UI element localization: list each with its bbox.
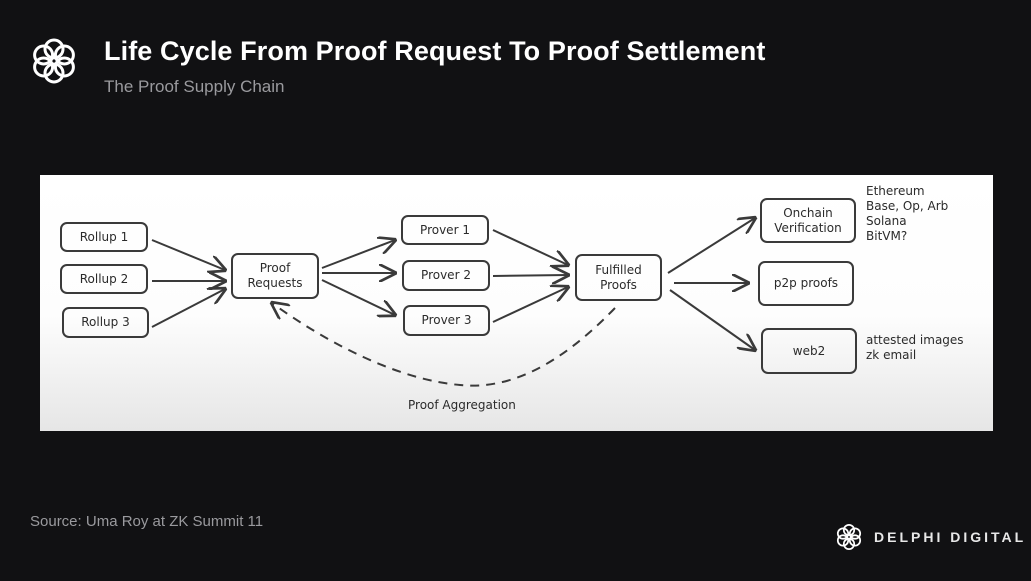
- arrow-fulfilled-web2: [669, 289, 755, 350]
- rollup-1-box: Rollup 1: [60, 222, 148, 252]
- fulfilled-proofs-box: Fulfilled Proofs: [575, 254, 662, 301]
- onchain-line2: Verification: [774, 220, 842, 235]
- arrow-requests-prover1: [321, 240, 395, 269]
- onchain-target: Solana: [866, 214, 907, 228]
- page-subtitle: The Proof Supply Chain: [104, 77, 285, 96]
- onchain-target: BitVM?: [866, 229, 908, 243]
- onchain-targets-list: Ethereum Base, Op, Arb Solana BitVM?: [866, 184, 948, 244]
- prover-2-box: Prover 2: [402, 260, 490, 291]
- onchain-line1: Onchain: [783, 205, 833, 220]
- onchain-target: Ethereum: [866, 184, 925, 198]
- diagram-arrows: [151, 175, 993, 387]
- rollup-2-box: Rollup 2: [60, 264, 148, 294]
- p2p-proofs-box: p2p proofs: [758, 261, 854, 306]
- fulfilled-proofs-line1: Fulfilled: [595, 262, 642, 277]
- prover-1-box: Prover 1: [401, 215, 489, 245]
- prover-3-box: Prover 3: [403, 305, 490, 336]
- delphi-brand-icon: [836, 524, 862, 550]
- arrow-prover3-fulfilled: [492, 287, 568, 323]
- proof-requests-box: Proof Requests: [231, 253, 319, 299]
- source-citation: Source: Uma Roy at ZK Summit 11: [30, 513, 264, 530]
- web2-example: attested images: [866, 333, 964, 347]
- arrow-prover2-fulfilled: [492, 275, 568, 276]
- fulfilled-proofs-line2: Proofs: [600, 277, 637, 292]
- dashed-aggregation-arrow: [272, 303, 616, 387]
- brand-logo: DELPHI DIGITAL: [834, 522, 1026, 552]
- proof-supply-chain-diagram: Rollup 1 Rollup 2 Rollup 3 Proof Request…: [40, 175, 993, 431]
- arrow-prover1-fulfilled: [492, 229, 568, 265]
- arrow-rollup1-requests: [151, 239, 225, 270]
- web2-example: zk email: [866, 348, 917, 362]
- onchain-verification-box: Onchain Verification: [760, 198, 856, 243]
- web2-box: web2: [761, 328, 857, 374]
- arrow-fulfilled-onchain: [667, 218, 755, 274]
- delphi-logo-icon: [33, 38, 75, 84]
- arrow-requests-prover3: [321, 279, 395, 315]
- proof-requests-line2: Requests: [247, 276, 303, 290]
- proof-aggregation-label: Proof Aggregation: [408, 398, 516, 412]
- proof-requests-line1: Proof: [259, 261, 291, 275]
- rollup-3-box: Rollup 3: [62, 307, 149, 338]
- onchain-target: Base, Op, Arb: [866, 199, 949, 213]
- arrow-rollup3-requests: [151, 289, 225, 328]
- brand-name: DELPHI DIGITAL: [874, 529, 1027, 545]
- web2-examples-list: attested images zk email: [866, 333, 964, 363]
- page-title: Life Cycle From Proof Request To Proof S…: [104, 36, 766, 66]
